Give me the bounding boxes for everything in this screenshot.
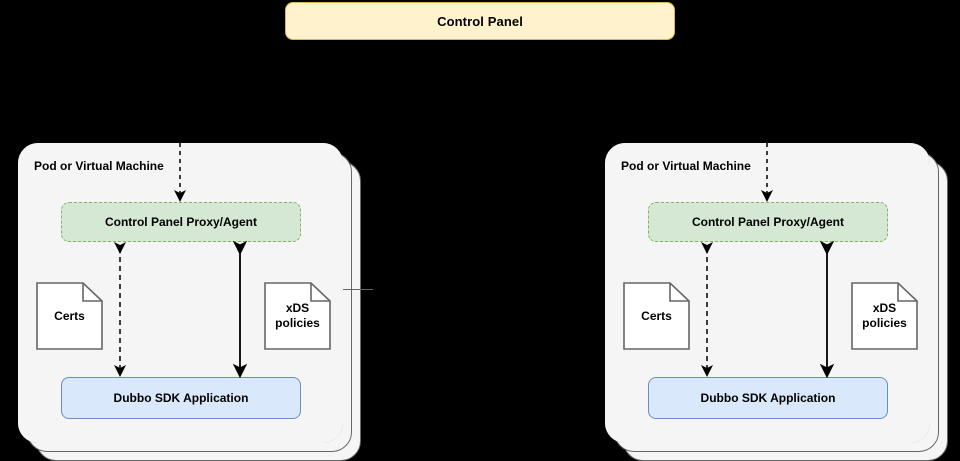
cluster-title-left: Pod or Virtual Machine xyxy=(34,159,164,173)
dubbo-sdk-application-left[interactable]: Dubbo SDK Application xyxy=(61,377,301,419)
document-icon xyxy=(264,282,331,350)
certs-document-right[interactable]: Certs xyxy=(623,282,690,350)
xds-policies-document-right[interactable]: xDS policies xyxy=(851,282,918,350)
document-icon xyxy=(36,282,103,350)
document-icon xyxy=(623,282,690,350)
cluster-right[interactable]: Pod or Virtual Machine Control Panel Pro… xyxy=(605,143,948,461)
cluster-left[interactable]: Pod or Virtual Machine Control Panel Pro… xyxy=(18,143,361,461)
xds-policies-document-left[interactable]: xDS policies xyxy=(264,282,331,350)
document-icon xyxy=(851,282,918,350)
certs-document-left[interactable]: Certs xyxy=(36,282,103,350)
control-panel-proxy-agent-right[interactable]: Control Panel Proxy/Agent xyxy=(648,202,888,242)
dubbo-sdk-application-right[interactable]: Dubbo SDK Application xyxy=(648,377,888,419)
proxy-agent-label-left: Control Panel Proxy/Agent xyxy=(104,215,258,229)
cluster-title-right: Pod or Virtual Machine xyxy=(621,159,751,173)
dubbo-sdk-application-label-left: Dubbo SDK Application xyxy=(113,391,249,405)
dubbo-sdk-application-label-right: Dubbo SDK Application xyxy=(700,391,836,405)
cluster-link-stub xyxy=(343,289,373,290)
control-panel-label: Control Panel xyxy=(437,13,523,29)
control-panel-node[interactable]: Control Panel xyxy=(285,2,675,40)
control-panel-proxy-agent-left[interactable]: Control Panel Proxy/Agent xyxy=(61,202,301,242)
proxy-agent-label-right: Control Panel Proxy/Agent xyxy=(691,215,845,229)
